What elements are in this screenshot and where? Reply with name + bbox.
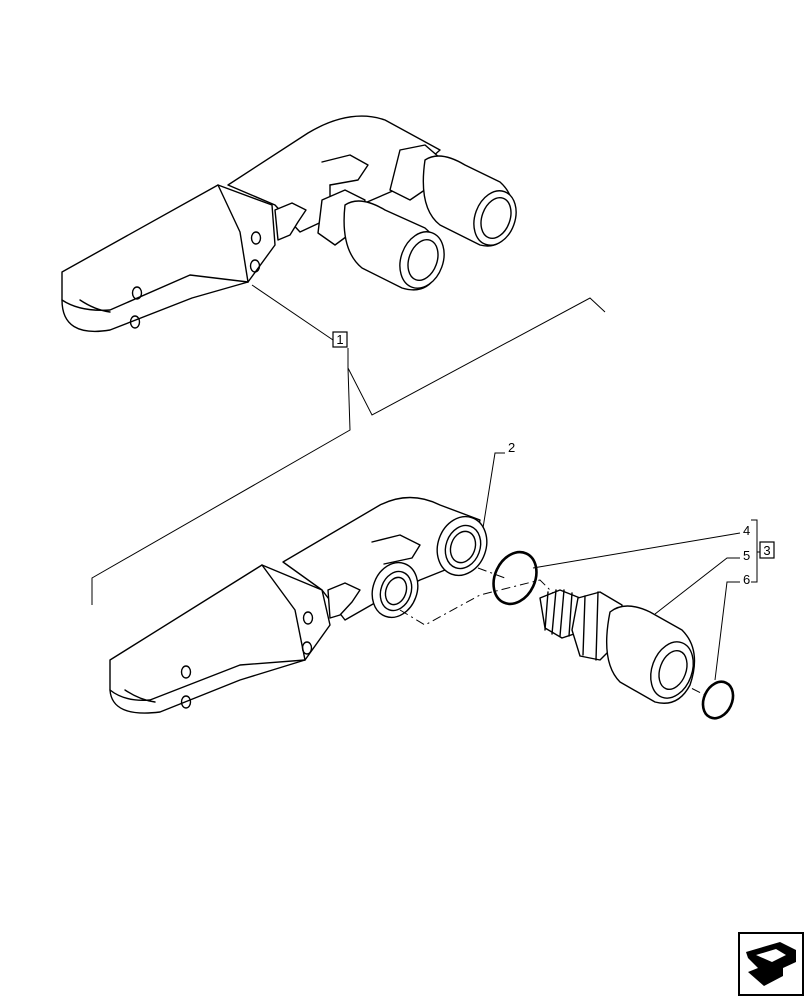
group-bracket — [91, 297, 606, 605]
bottom-assembly — [109, 496, 488, 714]
group-bracket-item3 — [751, 519, 760, 583]
coupler-fitting-item5 — [539, 589, 696, 704]
callout-label-6: 6 — [743, 572, 750, 587]
assembly-centerline-1 — [399, 579, 556, 626]
leader-item2 — [482, 452, 505, 529]
navigation-arrow-icon[interactable] — [738, 932, 804, 996]
callout-label-5: 5 — [743, 548, 750, 563]
callout-label-1: 1 — [336, 332, 343, 347]
callout-label-2: 2 — [508, 440, 515, 455]
callout-label-4: 4 — [743, 523, 750, 538]
leader-item1-top — [251, 284, 334, 341]
callout-1: 1 — [332, 331, 348, 348]
leader-item4 — [532, 532, 741, 569]
rear-coupler — [389, 144, 517, 247]
leader-item6 — [714, 581, 740, 681]
top-assembly — [61, 115, 517, 332]
callout-label-3: 3 — [763, 543, 770, 558]
o-ring-item4 — [492, 550, 538, 606]
o-ring-item6 — [701, 680, 735, 720]
assembly-centerline-2 — [477, 567, 506, 579]
leader-item5 — [654, 557, 740, 615]
front-coupler — [317, 189, 445, 291]
callout-3: 3 — [759, 541, 775, 559]
